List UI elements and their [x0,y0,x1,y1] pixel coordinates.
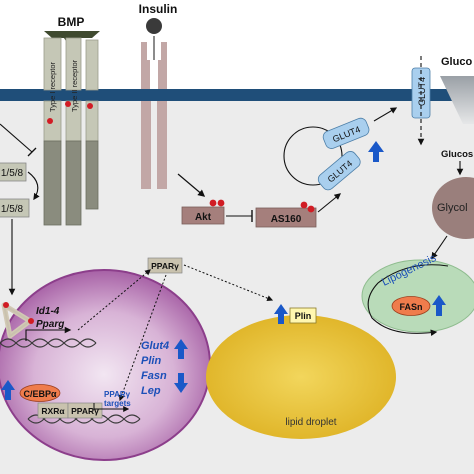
dna-strand-upper [0,338,97,348]
id-genes-label: Id1-4 [36,306,60,317]
lipogenesis-region [361,259,474,333]
plin-label: Plin [295,311,312,321]
glucose-top-label: Gluco [441,56,472,68]
fasn-enzyme [391,296,431,316]
glucose-label: Glucos [441,149,473,160]
bmp-label: BMP [58,15,85,29]
type-ii-receptor: Type II receptor [65,37,82,226]
receptor-phospho-sites [47,101,93,124]
fasn-increase-arrow [432,295,446,316]
type-ii-receptor-label: Type II receptor [70,59,79,112]
glut4-vesicle-cycle [283,126,343,186]
glut4-increase-arrow [368,141,384,162]
smad-label-top: 1/5/8 [1,168,24,179]
pparg-targets-label-1: PPARγ [104,390,131,399]
plin-box [289,307,317,324]
fasn-gene-label: Fasn [141,370,167,382]
smad-phospho-arrow [27,171,40,201]
nucleus [0,269,211,461]
receptor-inhibit-line [0,123,33,153]
glucose-funnel [440,76,474,124]
lep-gene-label: Lep [141,385,161,397]
as160-label: AS160 [271,214,302,225]
smad-box-top [0,162,27,182]
type-ii-receptor-2 [85,39,99,210]
rxra-label: RXRα [41,406,65,416]
smad-box-bottom [0,198,30,218]
glut4-gene-label: Glut4 [141,340,169,352]
plin-gene-label: Plin [141,355,161,367]
insulin-receptor [141,42,167,189]
genes-up-arrow [174,339,188,359]
cebpa-protein [19,384,61,402]
pparg-cytosolic-box [147,257,183,274]
lep-down-arrow [174,373,188,393]
pparg-nuclear-label: PPARγ [71,406,99,416]
lipid-droplet [206,315,396,439]
pparg-gene-label: Pparg [36,319,64,330]
insulin-molecule [146,18,162,34]
type-i-receptor: Type I receptor [43,37,62,226]
as160-box [255,207,317,228]
cebpa-increase-arrow [1,380,15,400]
plin-increase-arrow [274,304,288,324]
cell-membrane [0,89,474,101]
lipid-droplet-label: lipid droplet [285,417,336,428]
smad-complex [1,302,34,339]
akt-label: Akt [195,212,212,223]
insulin-to-akt-arrow [177,173,206,197]
id-transcription-arrow [25,326,72,341]
cebpa-label: C/EBPα [23,389,57,399]
fasn-label: FASn [399,302,422,312]
pparg-targets-label-2: targets [104,399,131,408]
type-i-receptor-label: Type I receptor [48,61,57,112]
insulin-label: Insulin [139,2,178,16]
glut4-vesicle-top: GLUT4 [322,117,370,149]
svg-text:GLUT4: GLUT4 [417,77,427,106]
glycolysis-to-lipogenesis-arrow [431,235,448,260]
pparg-target-transcription-arrow [93,403,130,412]
as160-to-vesicle-arrow [317,193,342,213]
akt-box [181,206,225,225]
lipogenesis-arc [367,264,449,336]
smad-label-bottom: 1/5/8 [1,204,24,215]
glycolysis-label: Glycol [437,202,468,214]
pparg-cytosolic-label: PPARγ [151,261,179,271]
vesicle-to-membrane-arrow [373,107,398,122]
glycolysis-node [432,177,474,239]
